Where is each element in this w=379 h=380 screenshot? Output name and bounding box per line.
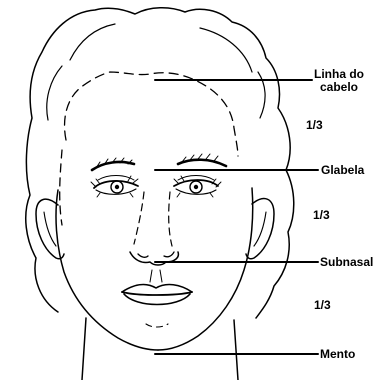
right-pupil	[194, 185, 198, 189]
philtrum	[150, 270, 162, 282]
nose-tip	[130, 252, 178, 265]
nose-bridge-right	[169, 192, 172, 246]
hairline-contour	[65, 72, 238, 156]
face-contour-left	[56, 190, 158, 350]
left-eyebrow	[92, 162, 134, 170]
hair-strands	[47, 24, 265, 120]
middle-third-ratio: 1/3	[313, 208, 330, 222]
hairline-label-line2: cabelo	[314, 81, 364, 94]
right-ear	[246, 199, 274, 259]
glabella-label: Glabela	[321, 164, 364, 177]
upper-lip	[122, 285, 192, 292]
left-nostril	[138, 254, 148, 257]
nose-bridge-left	[134, 192, 144, 244]
right-eyebrow	[178, 160, 226, 166]
right-ear-inner	[254, 212, 266, 246]
subnasal-label: Subnasal	[320, 256, 373, 269]
upper-third-ratio: 1/3	[306, 118, 323, 132]
right-nostril	[164, 252, 174, 257]
chin-label: Mento	[320, 348, 355, 361]
left-pupil	[115, 185, 119, 189]
face-contour-right	[158, 188, 253, 350]
chin-dimple	[146, 324, 168, 327]
lower-third-ratio: 1/3	[314, 298, 331, 312]
left-ear-inner	[44, 212, 56, 246]
lip-line	[122, 292, 192, 295]
hairline-label: Linha do cabelo	[314, 68, 364, 94]
neck-right	[234, 320, 238, 380]
neck-left	[82, 318, 86, 380]
hairline-left-side	[60, 150, 62, 225]
